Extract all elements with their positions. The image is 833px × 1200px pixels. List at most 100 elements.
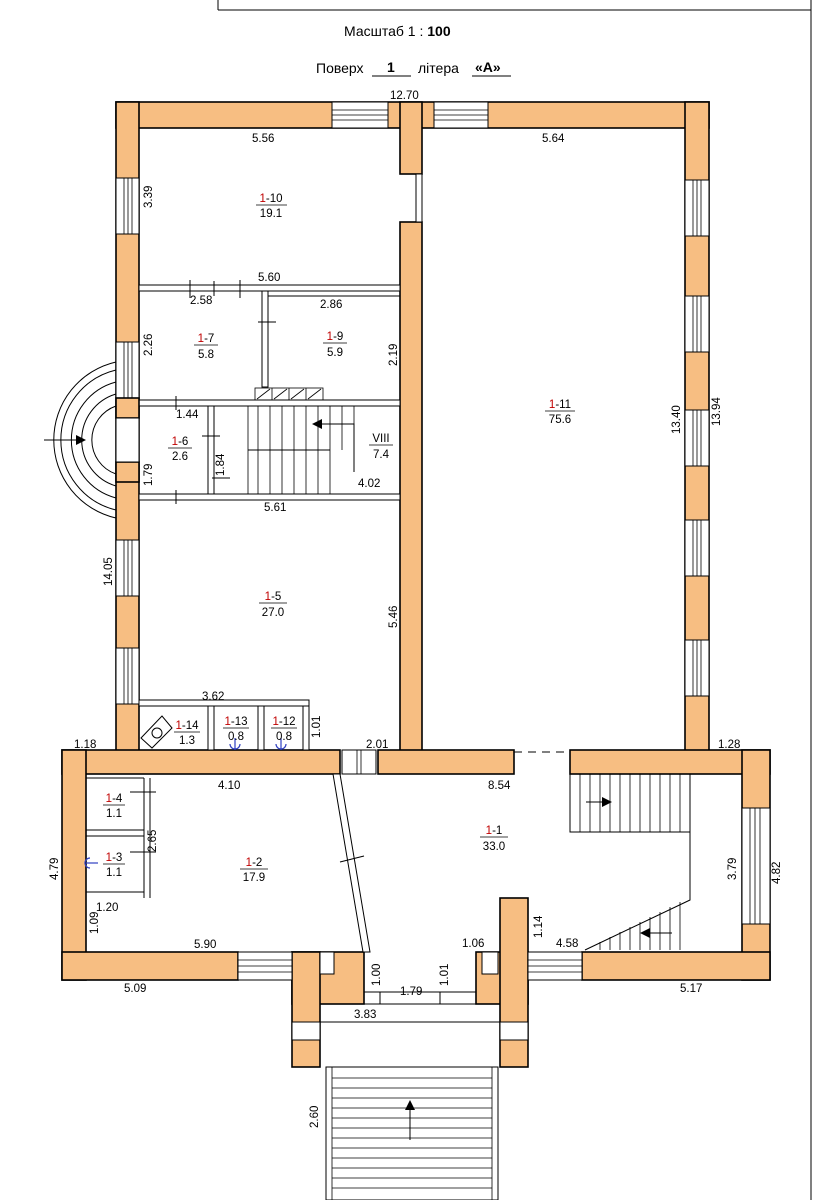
room-label: 1-2 17.9 [240,857,268,884]
window-left-2 [115,341,140,399]
window-top-right [433,101,489,129]
svg-text:1-13: 1-13 [224,716,247,728]
dimensions: 12.70 5.56 5.64 3.39 5.60 2.58 2.86 2.26… [49,90,783,1128]
dimension-label: 2.01 [366,739,388,751]
room-label: 1-6 2.6 [168,436,192,463]
dimension-label: 4.10 [218,780,240,792]
window-bottom-right [527,951,583,981]
svg-text:27.0: 27.0 [262,607,284,619]
svg-text:1.1: 1.1 [106,867,122,879]
dimension-label: 1.79 [400,986,422,998]
frame-lines [217,0,812,1200]
sink-symbol-13 [229,738,241,750]
sink-symbol-12 [275,738,287,750]
dimension-label: 14.05 [103,557,115,586]
stairs-entrance [320,991,500,1200]
header: Масштаб 1 : 100 Поверх 1 літера «А» [316,23,511,77]
svg-text:0.8: 0.8 [228,731,244,743]
dimension-label: 5.46 [388,606,400,628]
room-label: 1-1 33.0 [480,825,508,853]
dimension-label: 5.09 [124,983,146,995]
svg-text:7.4: 7.4 [373,449,390,461]
dimension-label: 1.44 [176,409,199,421]
dimension-label: 1.84 [215,453,227,476]
dimension-label: 4.58 [556,938,578,950]
svg-text:1-9: 1-9 [327,331,344,343]
svg-text:5.8: 5.8 [198,349,214,361]
svg-text:1-10: 1-10 [259,193,282,205]
dimension-label: 2.26 [143,334,155,356]
room-label: VIII 7.4 [369,433,393,461]
svg-text:1-11: 1-11 [549,399,571,411]
dimension-label: 2.58 [190,295,212,307]
window-left-1 [115,177,140,235]
dimension-label: 8.54 [488,780,511,792]
dimension-label: 5.61 [264,502,286,514]
window-right-4 [684,519,710,577]
stairs-right-lower [599,902,681,950]
room-label: 1-9 5.9 [323,331,347,359]
dimension-label: 1.14 [533,915,545,938]
dimension-label: 3.39 [143,186,155,208]
dimension-label: 4.79 [49,858,61,880]
window-right-5 [684,639,710,697]
scale-label: Масштаб [344,23,404,39]
dimension-label: 4.82 [771,862,783,884]
dimension-label: 3.79 [727,858,739,880]
svg-text:17.9: 17.9 [243,872,265,884]
letter-value: «А» [475,59,501,75]
dimension-label: 1.01 [311,716,323,738]
svg-text:Масштаб 1 : 100: Масштаб 1 : 100 [344,23,451,39]
letter-label: літера [418,60,459,76]
dimension-label: 1.20 [96,902,118,914]
dimension-label: 5.90 [194,939,216,951]
dimension-label: 5.64 [542,133,565,145]
window-right-3 [684,409,710,467]
svg-text:VIII: VIII [372,433,389,445]
scale-value: 1 : [408,23,427,39]
dimension-label: 2.60 [309,1106,321,1128]
svg-text:2.6: 2.6 [172,451,188,463]
svg-text:0.8: 0.8 [276,731,292,743]
dimension-label: 2.19 [388,344,400,366]
dimension-label: 2.86 [320,299,342,311]
svg-text:1-7: 1-7 [198,333,215,345]
dimension-label: 1.01 [439,964,451,986]
partitions [86,173,570,953]
window-bottom-left [237,951,293,981]
sink-symbol-3 [84,857,98,869]
room-label: 1-12 0.8 [271,716,297,743]
svg-text:1-3: 1-3 [106,852,123,864]
walls [61,101,771,1068]
room-label: 1-5 27.0 [259,591,287,619]
svg-text:1-2: 1-2 [246,857,263,869]
door-ticks [130,280,276,853]
dimension-label: 12.70 [390,90,419,102]
dimension-label: 5.60 [258,272,280,284]
svg-text:75.6: 75.6 [549,414,571,426]
room-label: 1-11 75.6 [545,399,575,426]
dimension-label: 1.00 [371,964,383,986]
room-label: 1-13 0.8 [223,716,249,743]
window-left-3 [115,539,140,597]
stairs-central [247,387,401,495]
dimension-label: 13.94 [711,397,723,426]
floor-label: Поверх [316,60,364,76]
svg-text:1-4: 1-4 [106,793,123,805]
dimension-label: 1.09 [89,912,101,934]
svg-text:1-6: 1-6 [172,436,189,448]
svg-text:1-5: 1-5 [265,591,282,603]
windows [115,101,771,981]
room-label: 1-4 1.1 [103,793,125,820]
dimension-label: 13.40 [671,405,683,434]
dimension-label: 2.65 [147,830,159,852]
svg-text:5.9: 5.9 [327,347,343,359]
window-right-1 [684,179,710,237]
room-label: 1-3 1.1 [103,852,125,879]
room-label: 1-10 19.1 [256,193,287,220]
scale-value-bold: 100 [427,23,451,39]
dimension-label: 3.83 [354,1009,376,1021]
floor-value: 1 [387,59,395,75]
dimension-label: 1.79 [143,464,155,486]
